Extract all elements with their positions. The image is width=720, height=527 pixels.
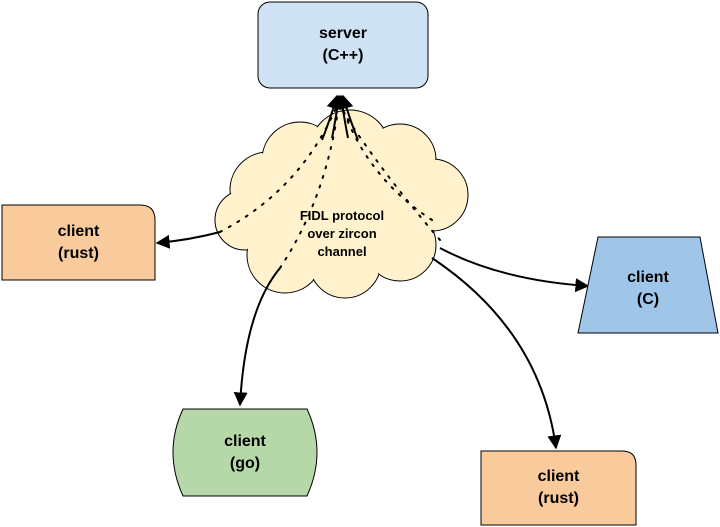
client-rust-left-line2: (rust) [58,244,99,262]
client-c-label: client (C) [578,244,718,333]
server-label: server (C++) [258,2,428,88]
client-rust-bottom-line1: client [537,468,580,485]
client-c-box [577,236,719,334]
server-label-line2: (C++) [322,47,364,64]
cloud-label-line3: channel [317,244,367,259]
client-go-label: client (go) [173,409,317,496]
server-box [257,1,429,89]
client-rust-left-label: client (rust) [2,205,155,280]
client-rust-left-line1: client [57,222,100,240]
client-rust-bottom-box [480,450,637,526]
client-rust-bottom-label: client (rust) [481,451,636,525]
arrows-to-server [321,94,359,141]
arrows-to-clients [155,231,590,450]
cloud-label-line1: FIDL protocol [299,208,385,223]
cloud-label: FIDL protocol over zircon channel [262,200,422,268]
client-go-line1: client [224,432,266,450]
protocol-cloud [214,109,469,299]
client-go-box [172,408,318,497]
client-c-line1: client [627,268,669,286]
client-c-line2: (C) [636,290,660,308]
client-rust-left-box [1,204,156,281]
server-label-line1: server [318,25,368,42]
cloud-label-line2: over zircon [307,226,377,241]
client-go-line2: (go) [229,454,261,472]
client-rust-bottom-line2: (rust) [538,490,579,507]
